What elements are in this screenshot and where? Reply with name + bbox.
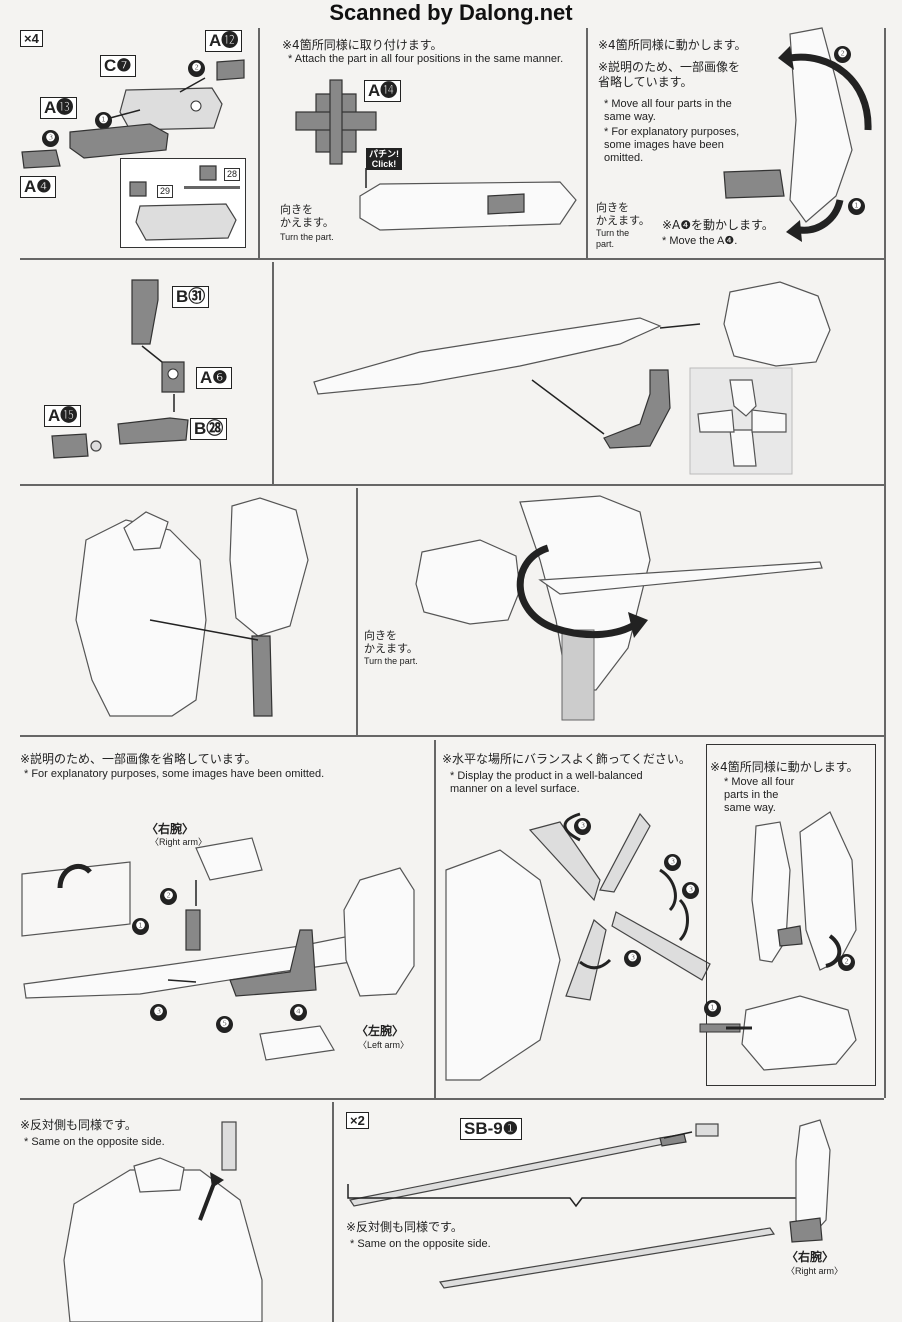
- move-a4-jp: ※A❹を動かします。: [662, 218, 774, 232]
- detail-ref-28: 28: [224, 168, 241, 181]
- left-arm-label-jp: 〈左腕〉: [356, 1024, 405, 1038]
- robot-rear-diagram: [63, 1121, 263, 1322]
- binder-spread-diagram: [445, 812, 711, 1081]
- move-instruction-en: * Move all four parts in the same way.: [604, 98, 732, 123]
- step-3-icon: ❸: [624, 950, 641, 967]
- instruction-en: * Attach the part in all four positions …: [288, 53, 564, 65]
- move-all-note-en: * Move all four parts in the same way.: [724, 776, 795, 814]
- turn-part-jp-3: 向きを かえます。: [364, 630, 418, 655]
- part-label-a15: A⓯: [44, 405, 82, 427]
- multiplier-badge: ×2: [346, 1112, 369, 1129]
- display-note-jp: ※水平な場所にバランスよく飾ってください。: [442, 752, 691, 766]
- step-2-icon: ❷: [160, 888, 177, 905]
- binder-detail-diagram: [699, 811, 857, 1071]
- divider: [332, 1102, 334, 1322]
- step-3-icon: ❸: [682, 882, 699, 899]
- turn-part-en: Turn the part.: [280, 232, 334, 242]
- divider: [20, 735, 884, 737]
- right-arm-label-en: 〈Right arm〉: [150, 837, 208, 847]
- omitted-note-jp: ※説明のため、一部画像を 省略しています。: [598, 60, 741, 89]
- scan-watermark: Scanned by Dalong.net: [329, 0, 573, 25]
- omitted-note-en: * For explanatory purposes, some images …: [604, 126, 740, 164]
- turn-part-en-2: Turn the part.: [596, 228, 630, 249]
- part-label-a13: A⓭: [40, 97, 78, 119]
- arm-part-assembly: [51, 279, 189, 459]
- omitted-note-jp: ※説明のため、一部画像を省略しています。: [20, 752, 257, 766]
- divider: [20, 484, 884, 486]
- instruction-jp: ※4箇所同様に取り付けます。: [282, 38, 443, 52]
- step-1-icon: ❶: [95, 112, 112, 129]
- click-jp: パチン!: [369, 149, 399, 159]
- turn-part-jp: 向きを かえます。: [280, 204, 334, 229]
- omitted-note-en: * For explanatory purposes, some images …: [24, 768, 325, 780]
- step-2-icon: ❷: [838, 954, 855, 971]
- rifle-rotate-diagram: [415, 495, 823, 721]
- robot-attach-diagram: [75, 497, 309, 717]
- move-all-note-jp: ※4箇所同様に動かします。: [710, 760, 859, 774]
- step-3-icon: ❸: [150, 1004, 167, 1021]
- left-arm-label-en: 〈Left arm〉: [358, 1040, 410, 1050]
- divider: [272, 262, 274, 484]
- step-1-icon: ❶: [704, 1000, 721, 1017]
- right-arm-label-en: 〈Right arm〉: [786, 1266, 844, 1276]
- step-3-icon: ❸: [574, 818, 591, 835]
- step-1-icon: ❶: [132, 918, 149, 935]
- rotation-diagram: [723, 27, 872, 242]
- divider: [20, 258, 884, 260]
- divider: [356, 488, 358, 735]
- part-label-a6: A❻: [196, 367, 232, 389]
- detail-box: [706, 744, 876, 1086]
- right-arm-label-jp: 〈右腕〉: [786, 1250, 835, 1264]
- part-label-sb9: SB-9❶: [460, 1118, 522, 1140]
- inset-part-drawing: [129, 165, 240, 241]
- step-2-icon: ❷: [188, 60, 205, 77]
- move-a4-en: * Move the A❹.: [662, 235, 738, 247]
- opposite-side-note-en: * Same on the opposite side.: [350, 1238, 491, 1250]
- divider: [434, 740, 436, 1098]
- divider: [20, 1098, 884, 1100]
- click-sound-label: パチン! Click!: [366, 148, 402, 170]
- step-4-icon: ❹: [290, 1004, 307, 1021]
- divider: [884, 28, 886, 1098]
- step-1-icon: ❶: [848, 198, 865, 215]
- display-note-en: * Display the product in a well-balanced…: [450, 770, 643, 795]
- step-5-icon: ❺: [216, 1016, 233, 1033]
- part-label-a4: A❹: [20, 176, 56, 198]
- step-3-icon: ❸: [664, 854, 681, 871]
- turn-part-en-3: Turn the part.: [364, 656, 418, 666]
- part-assembly-diagram: [21, 59, 245, 169]
- part-label-b28: B㉘: [190, 418, 228, 440]
- opposite-side-note-jp: ※反対側も同様です。: [20, 1118, 137, 1132]
- part-label-a14: A⓮: [364, 80, 402, 102]
- divider: [258, 28, 260, 258]
- step-2-icon: ❷: [834, 46, 851, 63]
- rifle-assembly-diagram: [313, 281, 831, 475]
- right-arm-label-jp: 〈右腕〉: [146, 822, 195, 836]
- multiplier-badge: ×4: [20, 30, 43, 47]
- click-en: Click!: [371, 159, 397, 169]
- divider: [586, 28, 588, 258]
- opposite-side-note-en: * Same on the opposite side.: [24, 1136, 165, 1148]
- part-label-b31: B㉛: [172, 286, 210, 308]
- turn-part-jp-2: 向きを かえます。: [596, 202, 650, 227]
- step-3-icon: ❸: [42, 130, 59, 147]
- detail-ref-29: 29: [157, 185, 174, 198]
- part-label-c7: C❼: [100, 55, 136, 77]
- opposite-side-note-jp: ※反対側も同様です。: [346, 1220, 463, 1234]
- two-arm-rifle-diagram: [21, 837, 415, 1061]
- clip-part-diagram: [295, 79, 577, 231]
- part-label-a12: A⓬: [205, 30, 243, 52]
- move-instruction-jp: ※4箇所同様に動かします。: [598, 38, 747, 52]
